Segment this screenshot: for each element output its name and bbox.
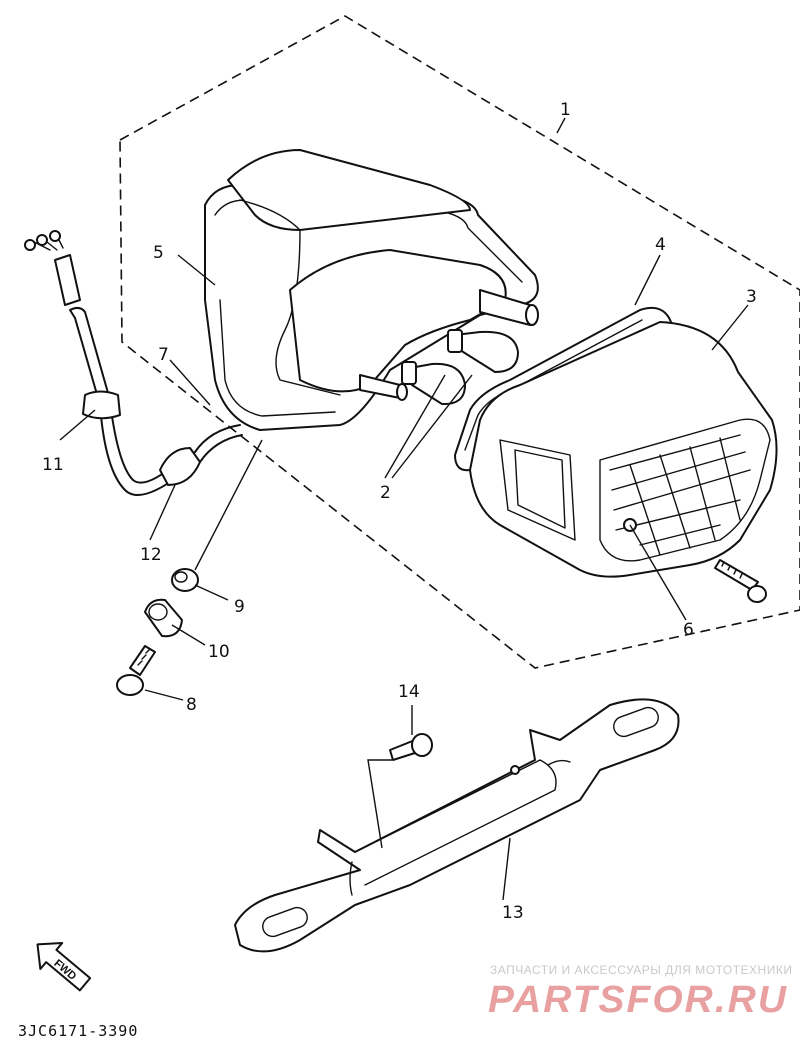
wire-harness [24, 230, 243, 496]
callout-6: 6 [683, 620, 694, 640]
bulb-sockets [359, 289, 539, 401]
callout-13: 13 [502, 903, 524, 923]
license-bracket [234, 698, 680, 953]
callout-3: 3 [746, 287, 757, 307]
callout-14: 14 [398, 682, 420, 702]
leader-lines [59, 117, 749, 901]
grommet [144, 598, 183, 638]
assembly-boundary [119, 15, 800, 669]
callout-11: 11 [42, 455, 64, 475]
callout-7: 7 [158, 345, 169, 365]
bulbs [401, 329, 519, 406]
tail-lamp-lens [469, 321, 778, 578]
watermark-brand: PARTSFOR.RU [488, 979, 788, 1021]
mounting-bolt [116, 645, 156, 696]
collar [171, 568, 199, 592]
callout-8: 8 [186, 695, 197, 715]
watermark-tagline: ЗАПЧАСТИ И АКСЕССУАРЫ ДЛЯ МОТОТЕХНИКИ [490, 963, 792, 977]
callout-1: 1 [560, 100, 571, 120]
bracket-bolt [389, 733, 433, 761]
callout-9: 9 [234, 597, 245, 617]
callout-4: 4 [655, 235, 666, 255]
callout-10: 10 [208, 642, 230, 662]
lamp-housing [204, 149, 539, 431]
diagram-code: 3JC6171-3390 [18, 1022, 138, 1040]
callout-12: 12 [140, 545, 162, 565]
callout-2: 2 [380, 483, 391, 503]
forward-arrow-icon: FWD [36, 941, 92, 992]
callout-5: 5 [153, 243, 164, 263]
lens-screw [714, 559, 767, 603]
